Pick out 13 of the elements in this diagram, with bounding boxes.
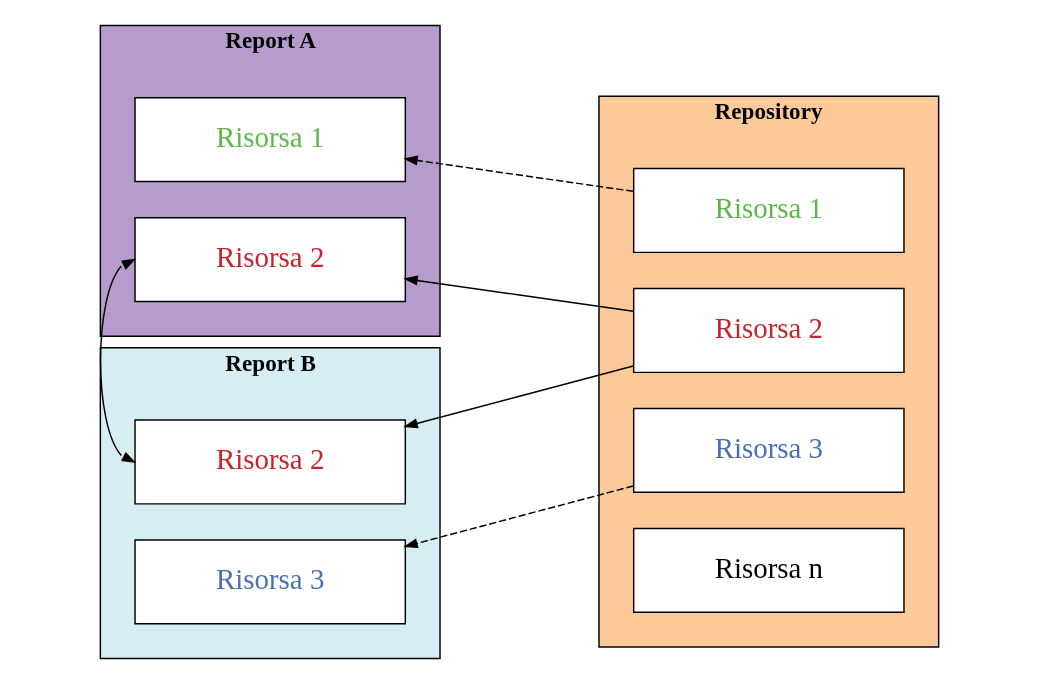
node-box: Risorsa 1 [133, 97, 406, 183]
node-box: Risorsa 3 [133, 539, 406, 625]
node-box: Risorsa 2 [133, 216, 406, 303]
arrow [402, 365, 634, 429]
arrow [402, 275, 634, 312]
arrow [402, 485, 634, 549]
node-box: Risorsa 3 [632, 407, 905, 494]
node-box: Risorsa 2 [632, 287, 905, 374]
arrow [402, 155, 634, 193]
node-box: Risorsa 2 [133, 419, 406, 505]
node-box: Risorsa n [632, 527, 905, 613]
node-box: Risorsa 1 [632, 167, 905, 254]
arrow [99, 258, 136, 463]
